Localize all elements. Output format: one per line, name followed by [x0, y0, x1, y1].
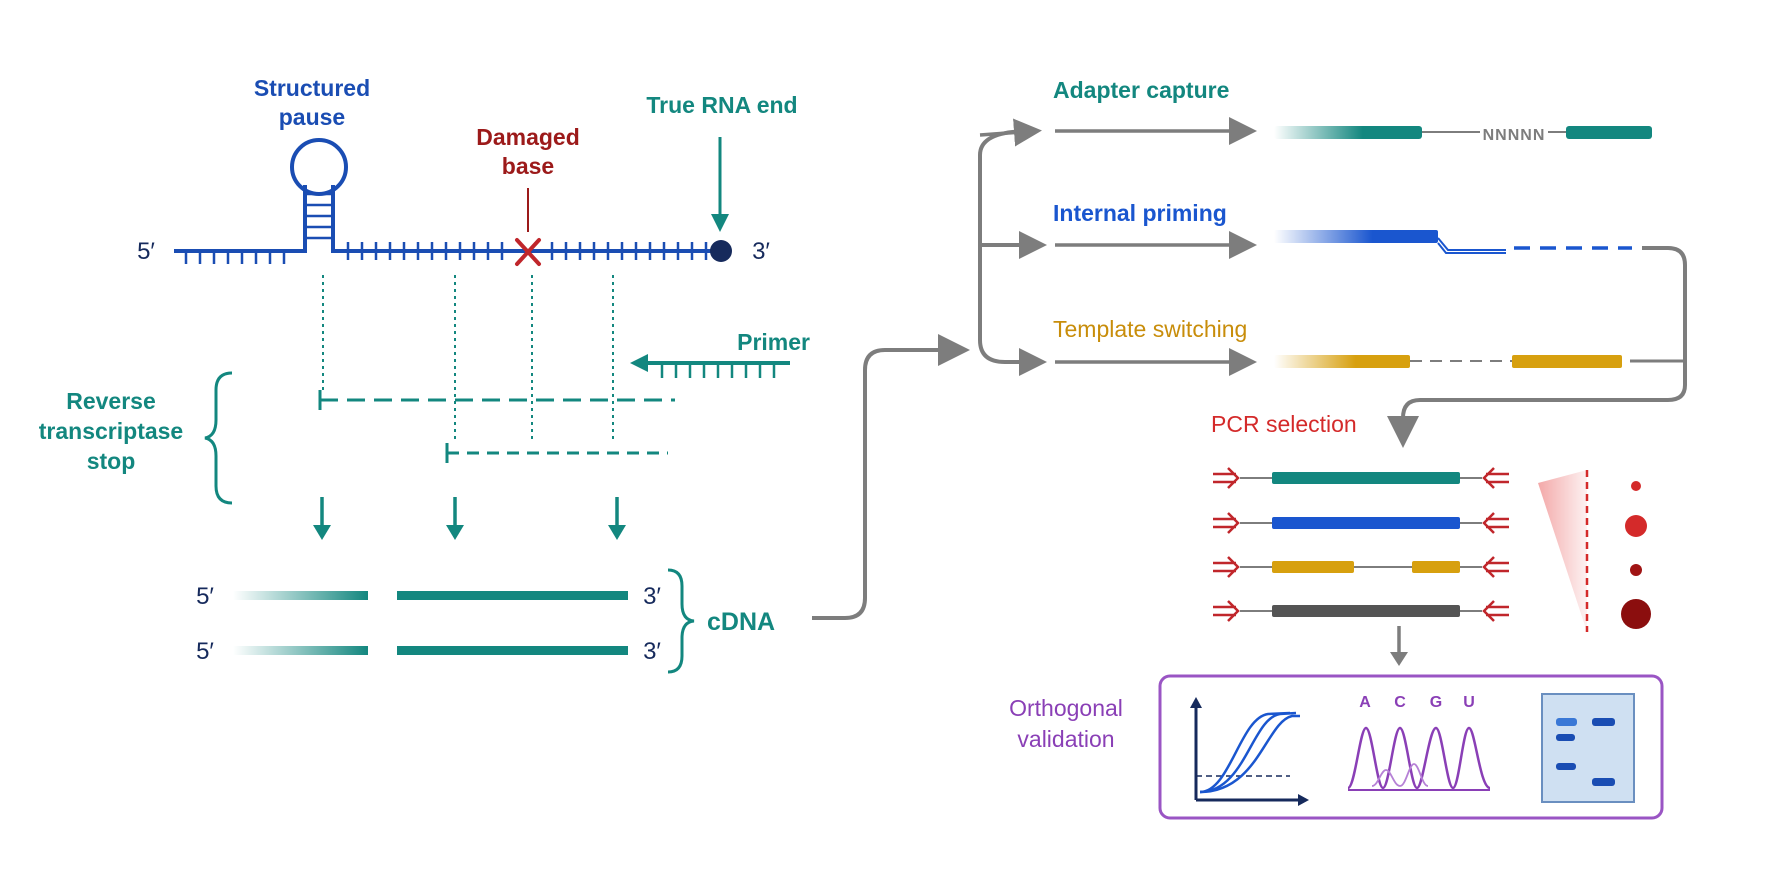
adapter-arrow-in	[979, 118, 1042, 147]
abundance-dot-blue	[1625, 515, 1647, 537]
base-label-a: A	[1359, 694, 1371, 711]
pcr-row-blue	[1240, 517, 1482, 529]
rna-three-prime-label: 3′	[752, 238, 770, 265]
true-rna-end-label: True RNA end	[646, 92, 797, 118]
rt-stop-label-1: Reverse	[66, 388, 156, 414]
hairpin-loop	[290, 138, 348, 196]
damaged-base-label-1: Damaged	[476, 124, 580, 150]
pcr-products	[1240, 472, 1482, 617]
pcr-selection-label: PCR selection	[1211, 411, 1357, 437]
selection-wedge	[1538, 470, 1587, 632]
primer-label: Primer	[737, 329, 810, 355]
rt-stop-brace	[204, 371, 233, 505]
cdna-three-prime-1: 3′	[643, 583, 661, 610]
capture-methods-panel: Adapter capture NNNNN Internal priming T…	[979, 77, 1687, 448]
orthogonal-validation-panel: Orthogonal validation A C G U	[1009, 674, 1664, 820]
rt-stop-label-3: stop	[87, 448, 136, 474]
base-label-g: G	[1430, 694, 1442, 711]
template-switching-label: Template switching	[1053, 316, 1247, 342]
abundance-dot-grey	[1621, 599, 1651, 629]
rna-five-prime-label: 5′	[137, 238, 155, 265]
pcr-row-grey	[1240, 605, 1482, 617]
connector-arrows	[812, 129, 1035, 620]
abundance-dot-teal	[1631, 481, 1641, 491]
double-arrow-right-icon	[1213, 467, 1240, 622]
cdna-brace	[667, 568, 695, 674]
pcr-selection-panel: PCR selection	[1211, 411, 1651, 666]
cdna-three-prime-2: 3′	[643, 638, 661, 665]
cdna-five-prime-1: 5′	[196, 583, 214, 610]
down-arrows	[313, 497, 626, 540]
adapter-n-label: NNNNN	[1483, 127, 1546, 144]
double-arrow-left-icon	[1482, 467, 1509, 622]
base-label-u: U	[1463, 694, 1475, 711]
adapter-read: NNNNN	[1274, 126, 1652, 144]
pcr-to-validation-arrow	[1390, 626, 1408, 666]
x-mark-icon	[515, 238, 541, 266]
rt-stop-label-2: transcriptase	[39, 418, 183, 444]
rt-stop-products	[318, 390, 675, 463]
pcr-primers	[1213, 467, 1509, 622]
chromatogram-icon: A C G U	[1346, 694, 1491, 791]
structured-pause-label-1: Structured	[254, 75, 370, 101]
template-switching-read	[1274, 355, 1685, 368]
base-label-c: C	[1394, 694, 1406, 711]
adapter-capture-label: Adapter capture	[1053, 77, 1229, 103]
damaged-base-label-2: base	[502, 153, 554, 179]
validation-box	[1158, 674, 1664, 820]
abundance-dot-gold	[1630, 564, 1642, 576]
amplification-curve-icon	[1190, 697, 1309, 806]
stop-guide-lines	[322, 275, 614, 440]
gel-bands-icon	[1541, 693, 1635, 803]
cdna-label: cDNA	[707, 608, 775, 636]
orthogonal-validation-label-1: Orthogonal	[1009, 695, 1123, 721]
rna-strand	[174, 138, 732, 266]
internal-priming-label: Internal priming	[1053, 200, 1227, 226]
filled-dot-icon	[710, 240, 732, 262]
cdna-five-prime-2: 5′	[196, 638, 214, 665]
pcr-row-teal	[1240, 472, 1482, 484]
rna-template-panel: Structured pause Damaged base True RNA e…	[39, 75, 810, 674]
internal-to-pcr-arrow	[1387, 246, 1687, 448]
pcr-row-gold	[1240, 561, 1482, 573]
orthogonal-validation-label-2: validation	[1017, 726, 1114, 752]
primer-strand	[630, 354, 790, 378]
internal-priming-read	[1274, 230, 1632, 254]
cdna-products: 5′ 3′ 5′ 3′ cDNA	[196, 568, 775, 674]
structured-pause-label-2: pause	[279, 104, 345, 130]
abundance-dots	[1621, 481, 1651, 629]
